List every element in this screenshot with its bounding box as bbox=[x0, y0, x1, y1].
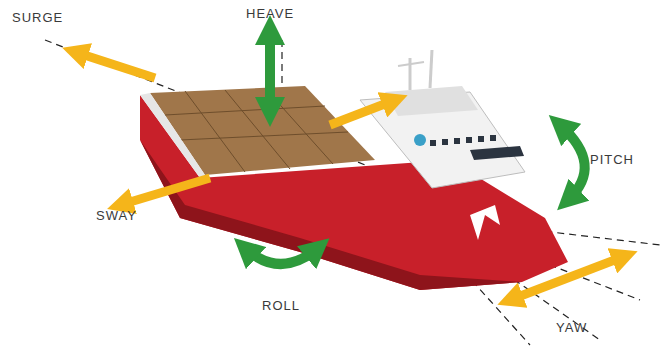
motion-label: SWAY bbox=[96, 208, 137, 223]
motion-label: ROLL bbox=[262, 298, 300, 313]
rotation-arrows bbox=[245, 30, 585, 264]
motion-label: PITCH bbox=[590, 152, 634, 167]
ship bbox=[140, 50, 568, 290]
motion-label: SURGE bbox=[12, 10, 63, 25]
axis-lines bbox=[45, 40, 660, 345]
translation-arrows bbox=[75, 52, 625, 300]
motion-label: YAW bbox=[556, 320, 587, 335]
motion-label: HEAVE bbox=[246, 6, 294, 21]
